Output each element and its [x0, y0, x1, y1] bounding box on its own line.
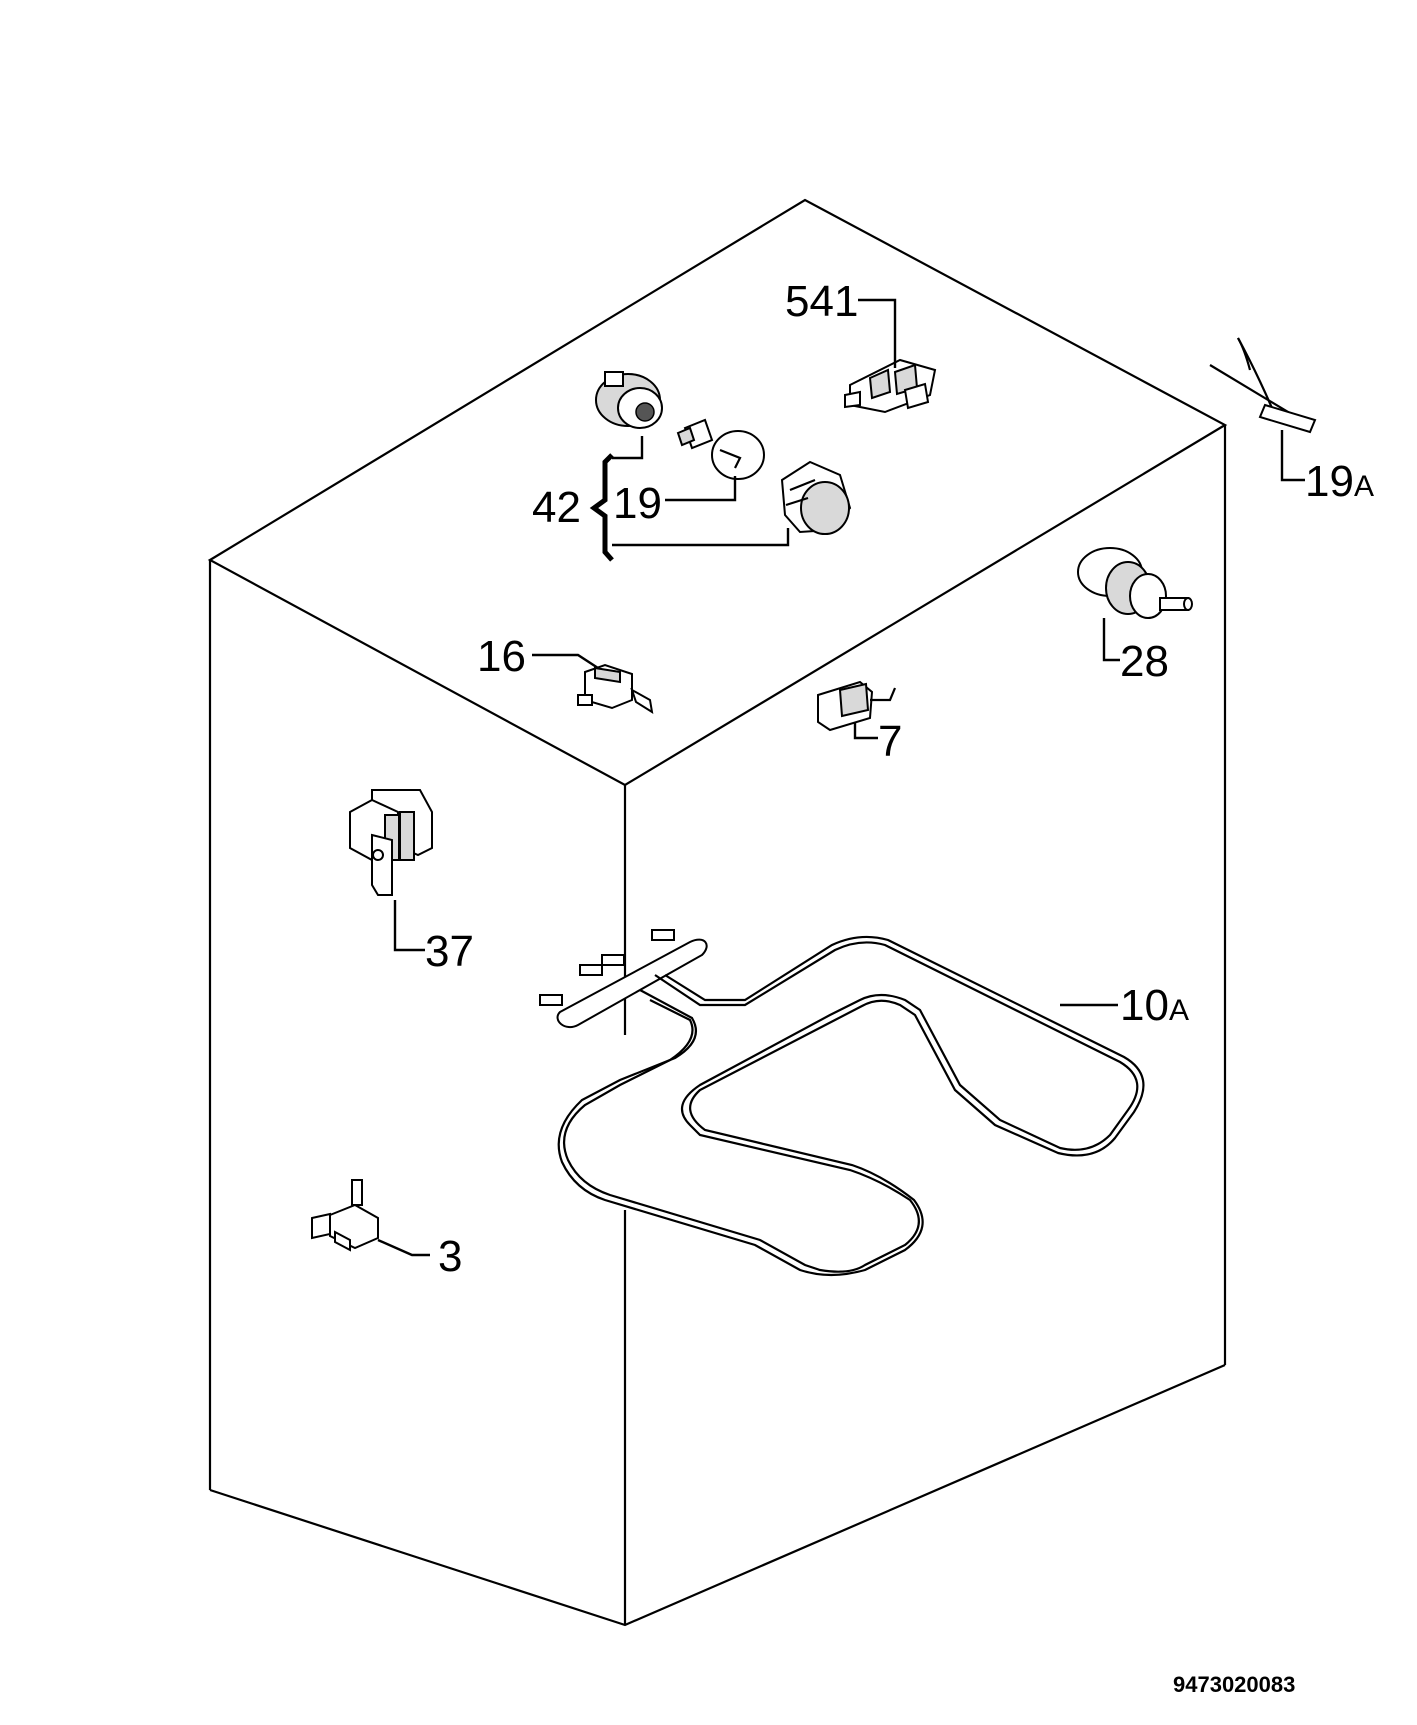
- label-37: 37: [425, 927, 474, 976]
- part-19a-probe: [1209, 337, 1317, 434]
- label-19a-number: 19: [1305, 457, 1354, 506]
- label-42: 42: [532, 483, 581, 532]
- leader-3: [377, 1238, 430, 1257]
- leader-16: [532, 653, 599, 670]
- label-10a: 10A: [1120, 981, 1189, 1030]
- part-19-lamp-bulb: [676, 418, 765, 480]
- leader-42-holder: [612, 436, 644, 460]
- part-lamp-holder: [595, 371, 663, 429]
- label-19a: 19A: [1305, 457, 1374, 506]
- leader-541: [858, 298, 897, 368]
- part-lamp-cover: [780, 460, 852, 535]
- cabinet-outline: [207, 198, 1228, 1627]
- label-3: 3: [438, 1232, 462, 1281]
- part-28-rotary-switch: [1077, 547, 1193, 619]
- label-19: 19: [613, 479, 662, 528]
- label-10a-suffix: A: [1169, 994, 1189, 1027]
- leader-19: [665, 476, 737, 502]
- part-7-door-switch: [817, 680, 897, 732]
- label-10a-number: 10: [1120, 981, 1169, 1030]
- part-37-terminal-bracket: [349, 789, 433, 896]
- leader-19a: [1280, 430, 1305, 482]
- label-541: 541: [785, 277, 858, 326]
- leader-42-cover: [612, 528, 790, 547]
- document-number: 9473020083: [1173, 1672, 1295, 1697]
- label-19a-suffix: A: [1354, 470, 1374, 503]
- part-10a-heating-element: [539, 929, 1145, 1277]
- leader-28: [1102, 618, 1120, 662]
- label-28: 28: [1120, 637, 1169, 686]
- leader-37: [393, 900, 425, 952]
- part-3-connector-block: [311, 1179, 379, 1252]
- part-541-terminal-block: [844, 358, 937, 414]
- bracket-42: [589, 453, 614, 562]
- label-16: 16: [477, 632, 526, 681]
- part-16-push-switch: [577, 663, 654, 715]
- leader-7: [853, 722, 878, 740]
- label-7: 7: [878, 717, 902, 766]
